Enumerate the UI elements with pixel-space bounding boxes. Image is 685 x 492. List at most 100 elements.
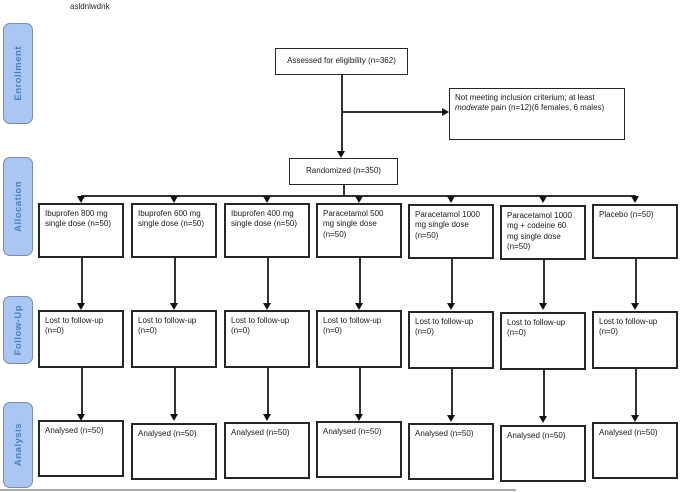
analysis-box: Analysed (n=50): [592, 422, 678, 479]
followup-label: Lost to follow-up (n=0): [45, 316, 104, 336]
analysis-box: Analysed (n=50): [131, 423, 217, 480]
connector-analysis7: [635, 369, 637, 415]
connector-randomized-stem: [343, 185, 345, 196]
excluded-box: Not meeting inclusion criterium; at leas…: [449, 88, 625, 140]
arrow-down-followup4: [355, 303, 363, 310]
connector-fanout-bar: [81, 195, 636, 197]
stage-enrollment-label: Enrollment: [12, 46, 24, 101]
allocation-box: Placebo (n=50): [592, 204, 678, 259]
arrow-down-col5: [447, 196, 455, 203]
allocation-box: Ibuprofen 400 mg single dose (n=50): [224, 203, 310, 258]
analysis-label: Analysed (n=50): [415, 429, 474, 438]
figure-label: asldnlwdnk: [70, 2, 110, 11]
allocation-label: Ibuprofen 800 mg single dose (n=50): [45, 209, 112, 229]
arrow-down-followup3: [263, 303, 271, 310]
arrow-down-randomized: [337, 151, 345, 158]
analysis-box: Analysed (n=50): [500, 425, 586, 482]
randomized-box: Randomized (n=350): [289, 158, 398, 185]
assessed-label: Assessed for eligibility (n=362): [287, 56, 396, 66]
allocation-box: Paracetamol 1000 mg single dose (n=50): [408, 204, 494, 259]
arrow-down-followup5: [447, 303, 455, 310]
arrow-down-analysis4: [355, 414, 363, 421]
arrow-down-analysis2: [170, 414, 178, 421]
arrow-right-excluded: [442, 108, 449, 116]
analysis-label: Analysed (n=50): [323, 427, 382, 436]
followup-box: Lost to follow-up (n=0): [592, 311, 678, 369]
analysis-box: Analysed (n=50): [316, 421, 402, 478]
assessed-box: Assessed for eligibility (n=362): [275, 48, 408, 75]
allocation-box: Paracetamol 1000 mg + codeine 60 mg sing…: [500, 205, 586, 260]
arrow-down-col6: [539, 196, 547, 203]
connector-col1: [81, 258, 83, 303]
stage-followup-label: Follow-Up: [12, 304, 24, 356]
allocation-label: Placebo (n=50): [599, 210, 654, 219]
arrow-down-col3: [263, 196, 271, 203]
analysis-box: Analysed (n=50): [408, 423, 494, 480]
arrow-down-col4: [355, 196, 363, 203]
connector-col3: [267, 258, 269, 303]
excluded-text-post: pain (n=12)(6 females, 6 males): [488, 103, 605, 113]
arrow-down-analysis7: [631, 415, 639, 422]
stage-analysis: Analysis: [3, 402, 33, 488]
stage-allocation-label: Allocation: [12, 181, 24, 232]
connector-analysis5: [451, 369, 453, 415]
analysis-label: Analysed (n=50): [507, 431, 566, 440]
arrow-down-followup1: [77, 303, 85, 310]
connector-col2: [174, 258, 176, 303]
allocation-box: Paracetamol 500 mg single dose (n=50): [316, 203, 402, 258]
connector-assessed-randomized: [341, 75, 343, 152]
connector-col4: [359, 258, 361, 303]
arrow-down-analysis6: [539, 416, 547, 423]
connector-col5: [451, 259, 453, 303]
allocation-label: Paracetamol 500 mg single dose (n=50): [323, 209, 384, 239]
arrow-down-followup7: [631, 303, 639, 310]
arrow-down-col1: [77, 196, 85, 203]
connector-analysis2: [174, 368, 176, 414]
allocation-label: Paracetamol 1000 mg + codeine 60 mg sing…: [507, 211, 572, 252]
arrow-down-analysis3: [263, 414, 271, 421]
arrow-down-col2: [170, 196, 178, 203]
excluded-text-pre: Not meeting inclusion criterium; at leas…: [455, 93, 595, 102]
analysis-label: Analysed (n=50): [231, 428, 290, 437]
connector-analysis4: [359, 368, 361, 414]
analysis-box: Analysed (n=50): [224, 422, 310, 479]
analysis-label: Analysed (n=50): [45, 426, 104, 435]
arrow-down-analysis5: [447, 415, 455, 422]
stage-analysis-label: Analysis: [12, 423, 24, 467]
connector-analysis3: [267, 368, 269, 414]
followup-box: Lost to follow-up (n=0): [500, 312, 586, 370]
followup-box: Lost to follow-up (n=0): [38, 310, 124, 368]
connector-col6: [543, 260, 545, 303]
followup-box: Lost to follow-up (n=0): [224, 310, 310, 368]
arrow-down-col7: [631, 196, 639, 203]
followup-label: Lost to follow-up (n=0): [599, 317, 658, 337]
connector-excluded: [341, 111, 443, 113]
followup-label: Lost to follow-up (n=0): [138, 316, 197, 336]
allocation-label: Paracetamol 1000 mg single dose (n=50): [415, 210, 480, 240]
excluded-text-italic: moderate: [455, 103, 489, 113]
stage-followup: Follow-Up: [3, 296, 33, 364]
allocation-label: Ibuprofen 600 mg single dose (n=50): [138, 209, 205, 229]
followup-label: Lost to follow-up (n=0): [415, 317, 474, 337]
connector-col7: [635, 259, 637, 303]
connector-analysis1: [81, 368, 83, 414]
randomized-label: Randomized (n=350): [306, 166, 381, 176]
arrow-down-followup2: [170, 303, 178, 310]
allocation-box: Ibuprofen 600 mg single dose (n=50): [131, 203, 217, 258]
analysis-label: Analysed (n=50): [138, 429, 197, 438]
allocation-label: Ibuprofen 400 mg single dose (n=50): [231, 209, 298, 229]
followup-box: Lost to follow-up (n=0): [316, 310, 402, 368]
allocation-box: Ibuprofen 800 mg single dose (n=50): [38, 203, 124, 258]
figure-bottom-rule: [0, 489, 516, 491]
followup-label: Lost to follow-up (n=0): [507, 318, 566, 338]
followup-box: Lost to follow-up (n=0): [131, 310, 217, 368]
followup-label: Lost to follow-up (n=0): [323, 316, 382, 336]
analysis-label: Analysed (n=50): [599, 428, 658, 437]
arrow-down-analysis1: [77, 414, 85, 421]
analysis-box: Analysed (n=50): [38, 420, 124, 477]
arrow-down-followup6: [539, 303, 547, 310]
stage-allocation: Allocation: [3, 157, 33, 256]
followup-label: Lost to follow-up (n=0): [231, 316, 290, 336]
connector-analysis6: [543, 370, 545, 416]
